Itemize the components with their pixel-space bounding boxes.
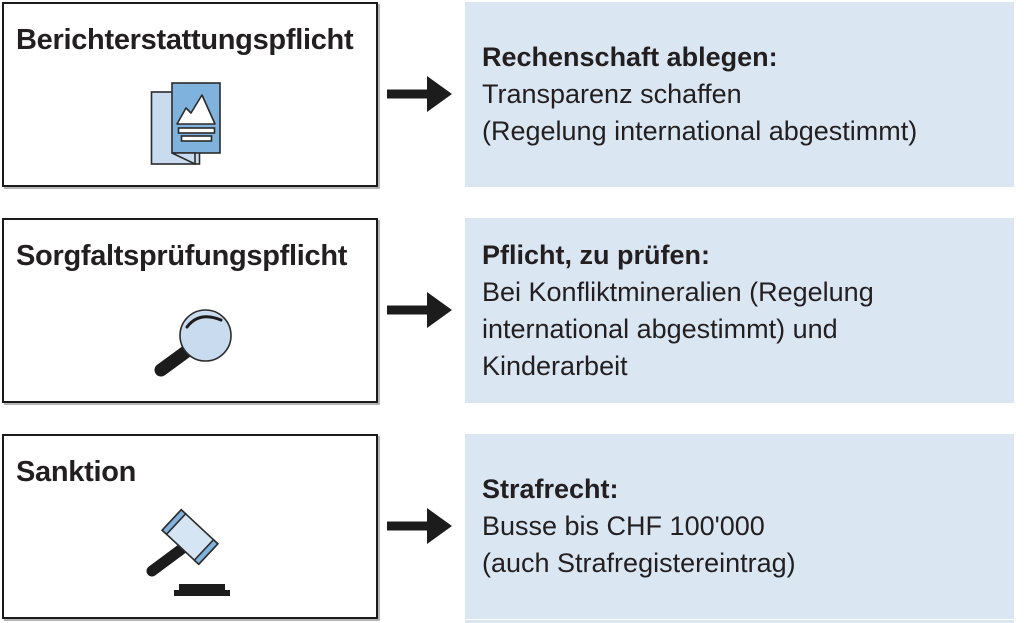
next-result-panel-cutoff <box>465 620 1014 623</box>
result-title: Strafrecht: <box>482 474 619 504</box>
obligation-box: Berichterstattungspflicht <box>2 2 378 187</box>
arrow-icon <box>387 75 453 113</box>
result-panel: Strafrecht: Busse bis CHF 100'000 (auch … <box>465 434 1014 619</box>
result-line: Busse bis CHF 100'000 <box>482 511 765 541</box>
result-line: (Regelung international abgestimmt) <box>482 116 918 146</box>
arrow-icon <box>387 291 453 329</box>
report-document-icon <box>150 82 224 173</box>
row-sorgfaltspruefungspflicht: Sorgfaltsprüfungspflicht Pflicht, zu prü… <box>0 218 1024 403</box>
magnifier-icon <box>153 307 233 384</box>
result-title: Pflicht, zu prüfen: <box>482 239 710 270</box>
result-line: Kinderarbeit <box>482 350 628 381</box>
result-line: (auch Strafregistereintrag) <box>482 548 796 578</box>
obligation-label: Berichterstattungspflicht <box>16 24 354 56</box>
obligation-label: Sorgfaltsprüfungspflicht <box>16 240 348 272</box>
obligation-label: Sanktion <box>16 456 137 488</box>
obligation-box: Sanktion <box>2 434 378 619</box>
gavel-icon <box>143 508 233 601</box>
row-berichterstattungspflicht: Berichterstattungspflicht Rechenschaft a… <box>0 2 1024 187</box>
result-panel: Rechenschaft ablegen: Transparenz schaff… <box>465 2 1014 187</box>
row-sanktion: Sanktion Strafrecht: Busse bis CHF 100'0… <box>0 434 1024 619</box>
result-line: Bei Konfliktmineralien (Regelung <box>482 276 874 307</box>
result-line: Transparenz schaffen <box>482 79 742 109</box>
arrow-icon <box>387 507 453 545</box>
result-title: Rechenschaft ablegen: <box>482 42 778 72</box>
result-line: international abgestimmt) und <box>482 313 838 344</box>
result-panel: Pflicht, zu prüfen: Bei Konfliktminerali… <box>465 218 1014 403</box>
obligation-box: Sorgfaltsprüfungspflicht <box>2 218 378 403</box>
